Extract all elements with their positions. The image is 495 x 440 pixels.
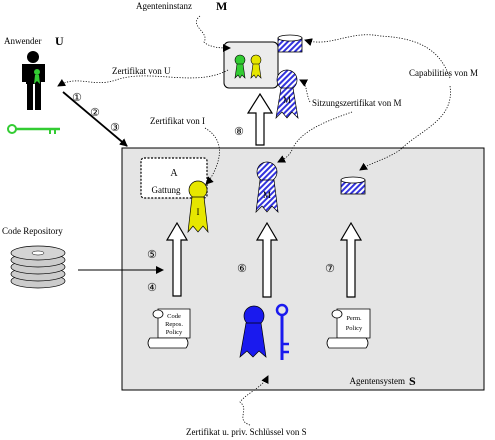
step-7: ⑦	[325, 262, 335, 275]
system-blue-rosette-icon	[239, 305, 267, 358]
step8-arrow	[246, 92, 274, 146]
session-cert-curve	[299, 79, 311, 103]
capabilities-label: Capabilities von M	[409, 68, 478, 78]
step-8: ⑧	[234, 125, 244, 138]
session-cert-system-curve	[277, 111, 353, 163]
class-box-letter: A	[170, 168, 178, 179]
capabilities-curve	[304, 34, 451, 79]
step-6: ⑥	[237, 262, 247, 275]
system-label: Agentensystem	[350, 376, 406, 386]
capabilities-arrow	[339, 221, 363, 298]
session-arrow	[255, 221, 279, 298]
code-policy-line1: Code	[167, 313, 181, 320]
step-5: ⑤	[147, 248, 157, 261]
instance-session-rosette-letter: M	[283, 95, 291, 105]
session-rosette-icon: M	[255, 161, 279, 213]
class-yellow-rosette-icon: I	[187, 180, 209, 234]
instance-session-rosette-icon: M	[275, 69, 299, 120]
instance-capabilities-icon	[277, 34, 303, 53]
step-1: ①	[72, 91, 82, 104]
code-repository-icon	[10, 245, 66, 289]
session-cert-label: Sitzungszertifikat von M	[312, 98, 402, 108]
class-box-label: Gattung	[152, 185, 181, 195]
instance-label: Agenteninstanz	[136, 1, 192, 11]
cert-i-label: Zertifikat von I	[150, 116, 205, 126]
instance-title-curve	[196, 15, 231, 52]
cert-i-curve	[204, 127, 220, 185]
capabilities-system-curve	[359, 85, 451, 171]
code-policy-scroll-icon: Code Repos. Policy	[147, 308, 191, 349]
user-letter: U	[55, 34, 64, 48]
code-policy-line2: Repos.	[165, 321, 183, 328]
code-policy-line3: Policy	[166, 329, 183, 336]
user-key-icon	[7, 124, 60, 134]
cert-key-label: Zertifikat u. priv. Schlüssel von S	[186, 427, 307, 437]
system-key-icon	[275, 303, 289, 360]
class-arrow	[165, 221, 189, 297]
cert-u-label: Zertifikat von U	[112, 66, 171, 76]
instance-yellow-rosette-icon	[250, 54, 262, 79]
cert-key-curve	[239, 375, 269, 426]
perm-policy-line2: Policy	[346, 325, 363, 332]
class-rosette-letter: I	[197, 207, 200, 217]
step-2: ②	[90, 106, 100, 119]
system-capabilities-icon	[340, 176, 366, 195]
step-4: ④	[147, 281, 157, 294]
user-label: Anwender	[4, 36, 42, 46]
code-repository-label: Code Repository	[2, 226, 63, 236]
session-rosette-letter: M	[263, 190, 271, 200]
perm-policy-scroll-icon: Perm. Policy	[326, 308, 371, 349]
instance-letter: M	[216, 0, 227, 13]
user-to-system-arrow	[62, 91, 128, 147]
cert-u-curve	[57, 69, 229, 87]
step-3: ③	[110, 121, 120, 134]
perm-policy-line1: Perm.	[346, 315, 362, 322]
agent-instance-box	[223, 41, 279, 89]
instance-green-rosette-icon	[234, 54, 246, 79]
system-letter: S	[409, 374, 416, 388]
user-figure-icon	[22, 51, 45, 110]
